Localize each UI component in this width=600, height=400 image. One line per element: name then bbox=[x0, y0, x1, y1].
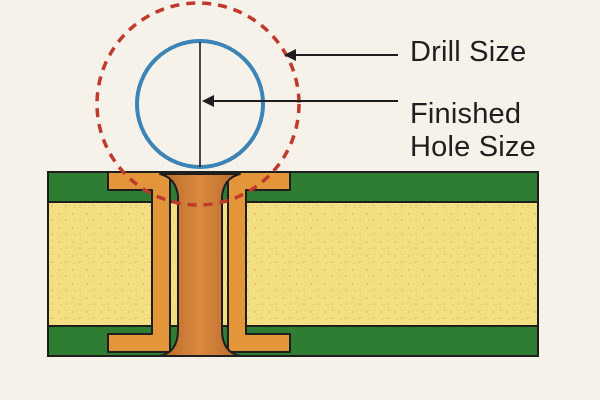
right-copper-pad bbox=[227, 171, 291, 353]
fr4-substrate-texture bbox=[49, 203, 537, 325]
arrow-left-icon bbox=[284, 49, 398, 61]
arrow-left-icon bbox=[202, 95, 398, 107]
pcb-board bbox=[47, 171, 539, 357]
copper-plating bbox=[107, 171, 291, 357]
drill-size-circle bbox=[95, 1, 301, 207]
drill-size-label: Drill Size bbox=[410, 36, 527, 68]
finished-hole-label-line1: Finished bbox=[410, 98, 522, 130]
finished-hole-size-label: Finished Hole Size bbox=[410, 98, 536, 164]
left-copper-pad bbox=[107, 171, 171, 353]
finished-hole-label-line2: Hole Size bbox=[410, 131, 536, 163]
plated-barrel bbox=[159, 173, 241, 357]
